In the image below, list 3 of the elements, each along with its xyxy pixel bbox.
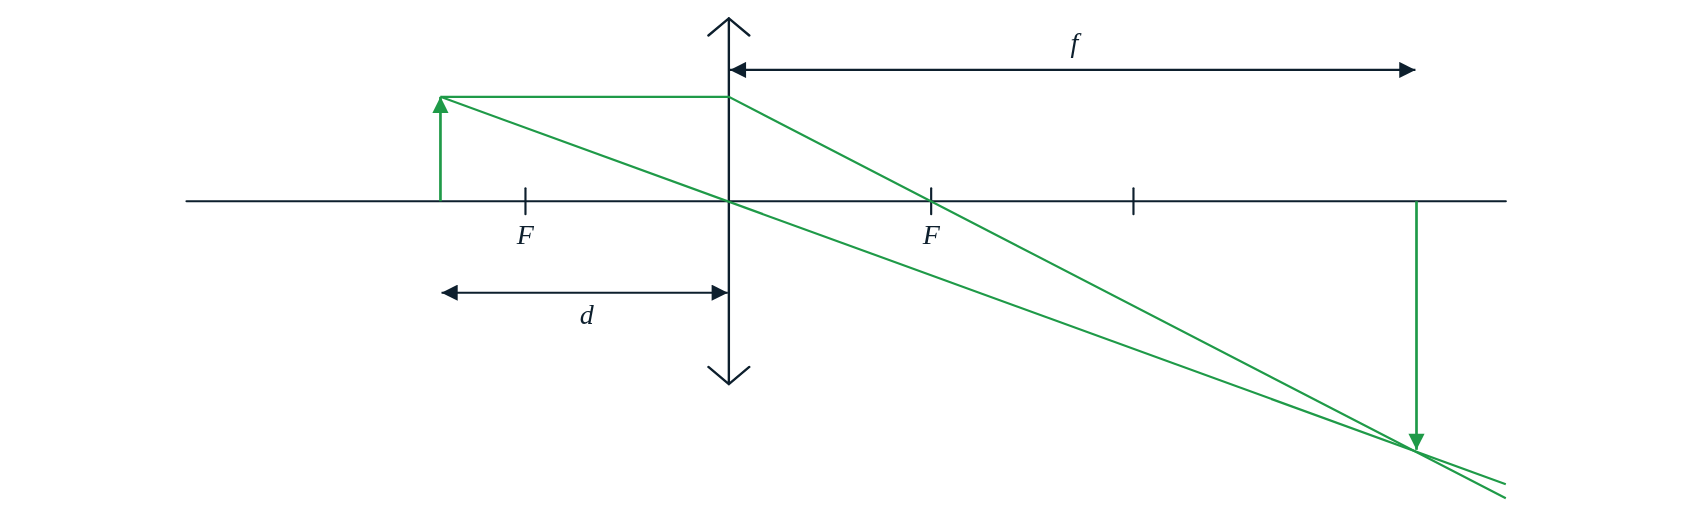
focal-point-label: F [922,220,940,249]
focal-point-label: F [516,220,534,249]
variable-label: d [579,301,594,330]
